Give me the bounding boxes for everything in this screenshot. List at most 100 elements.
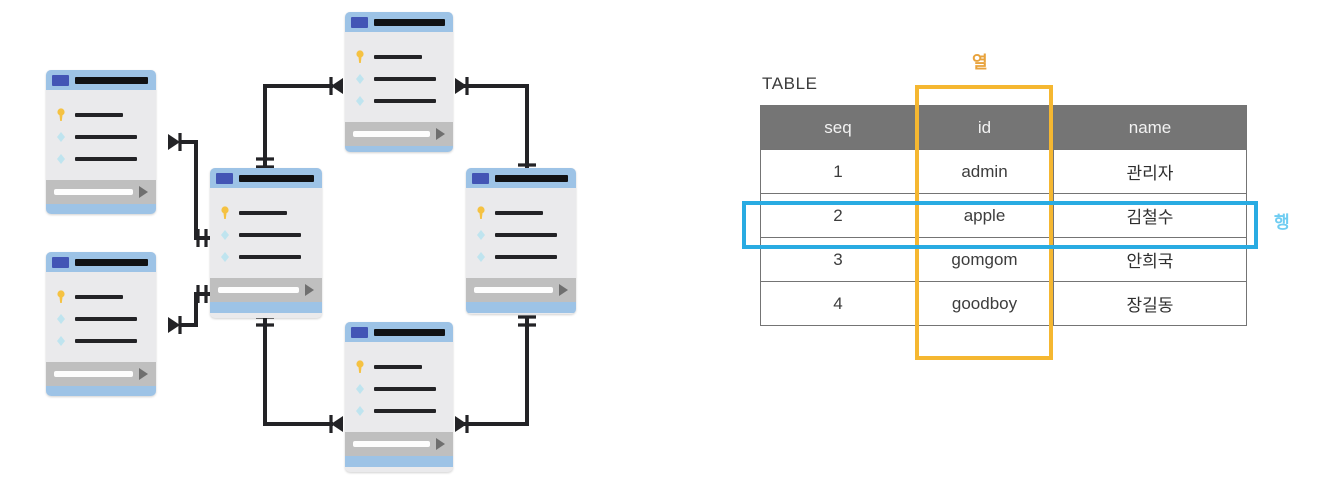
caret-right-icon[interactable] — [139, 186, 148, 198]
footer-bar — [54, 371, 133, 377]
card-titlebar — [345, 322, 453, 342]
entity-card-right[interactable] — [466, 168, 576, 314]
diamond-icon — [355, 404, 365, 418]
attribute-row — [466, 224, 576, 246]
attribute-value — [75, 113, 123, 117]
column-header-id[interactable]: id — [915, 105, 1054, 150]
connector-left-top-to-center — [179, 140, 210, 240]
caret-right-icon[interactable] — [436, 438, 445, 450]
attribute-value — [374, 365, 422, 369]
diamond-icon — [355, 94, 365, 108]
footer-bar — [54, 189, 133, 195]
card-baseline — [46, 386, 156, 396]
entity-card-top[interactable] — [345, 12, 453, 152]
card-footer[interactable] — [345, 122, 453, 146]
attribute-row — [345, 90, 453, 112]
attribute-value — [374, 409, 436, 413]
diamond-icon — [476, 228, 486, 242]
cell-seq: 3 — [760, 237, 916, 282]
card-baseline — [210, 302, 322, 313]
key-icon — [476, 206, 486, 220]
card-titlebar — [345, 12, 453, 32]
attribute-row — [345, 68, 453, 90]
attribute-row — [466, 246, 576, 268]
er-connector-layer — [166, 75, 538, 435]
table-header-row: seq id name — [760, 105, 1247, 150]
attribute-value — [495, 255, 557, 259]
column-header-name[interactable]: name — [1053, 105, 1247, 150]
card-attribute-list — [345, 32, 453, 122]
attribute-row — [345, 46, 453, 68]
caret-right-icon[interactable] — [139, 368, 148, 380]
card-footer[interactable] — [46, 362, 156, 386]
connector-paths — [179, 84, 529, 426]
attribute-row — [345, 356, 453, 378]
card-footer[interactable] — [345, 432, 453, 456]
crow-foot-many-left-bottom — [166, 314, 182, 336]
attribute-row — [46, 104, 156, 126]
key-icon — [56, 108, 66, 122]
app-icon — [351, 326, 368, 338]
cell-seq: 2 — [760, 193, 916, 238]
attribute-row — [210, 202, 322, 224]
attribute-row — [345, 400, 453, 422]
attribute-row — [210, 246, 322, 268]
attribute-row — [46, 148, 156, 170]
cell-name: 안희국 — [1053, 237, 1247, 282]
caret-right-icon[interactable] — [559, 284, 568, 296]
attribute-value — [495, 233, 557, 237]
card-attribute-list — [466, 188, 576, 278]
attribute-value — [75, 317, 137, 321]
connector-center-to-bottom — [263, 316, 333, 426]
connector-top-to-right — [456, 84, 529, 170]
attribute-row — [46, 308, 156, 330]
entity-card-left-bottom[interactable] — [46, 252, 156, 396]
cell-id: apple — [915, 193, 1054, 238]
crow-foot-many-bottom-right — [453, 413, 469, 435]
app-icon — [52, 256, 69, 268]
attribute-value — [495, 211, 543, 215]
card-title-placeholder — [374, 18, 445, 26]
footer-bar — [474, 287, 553, 293]
attribute-value — [239, 255, 301, 259]
cell-seq: 1 — [760, 149, 916, 194]
row-annotation-label: 행 — [1274, 213, 1290, 232]
table-row[interactable]: 4 goodboy 장길동 — [760, 281, 1247, 326]
key-icon — [220, 206, 230, 220]
caret-right-icon[interactable] — [436, 128, 445, 140]
diamond-icon — [56, 130, 66, 144]
key-icon — [56, 290, 66, 304]
entity-card-center[interactable] — [210, 168, 322, 318]
er-diagram-panel — [0, 0, 660, 496]
table-row[interactable]: 3 gomgom 안희국 — [760, 237, 1247, 282]
cell-id: admin — [915, 149, 1054, 194]
caret-right-icon[interactable] — [305, 284, 314, 296]
attribute-value — [75, 295, 123, 299]
card-baseline — [345, 456, 453, 467]
card-title-placeholder — [239, 174, 314, 182]
entity-card-bottom[interactable] — [345, 322, 453, 472]
attribute-row — [466, 202, 576, 224]
card-title-placeholder — [495, 174, 568, 182]
card-footer[interactable] — [466, 278, 576, 302]
card-title-placeholder — [75, 258, 148, 266]
connector-center-to-top — [263, 84, 333, 170]
app-icon — [216, 172, 233, 184]
table-body: 1 admin 관리자 2 apple 김철수 3 gomgom 안희국 4 g… — [760, 149, 1247, 326]
diamond-icon — [220, 228, 230, 242]
app-icon — [472, 172, 489, 184]
column-header-seq[interactable]: seq — [760, 105, 916, 150]
attribute-value — [374, 77, 436, 81]
table-row[interactable]: 2 apple 김철수 — [760, 193, 1247, 238]
entity-card-left-top[interactable] — [46, 70, 156, 214]
card-footer[interactable] — [46, 180, 156, 204]
card-footer[interactable] — [210, 278, 322, 302]
crow-foot-many-left-top — [166, 131, 182, 153]
column-annotation-label: 열 — [972, 53, 988, 72]
attribute-value — [239, 211, 287, 215]
crow-foot-many-top-right — [453, 75, 469, 97]
table-row[interactable]: 1 admin 관리자 — [760, 149, 1247, 194]
attribute-row — [210, 224, 322, 246]
app-icon — [52, 74, 69, 86]
